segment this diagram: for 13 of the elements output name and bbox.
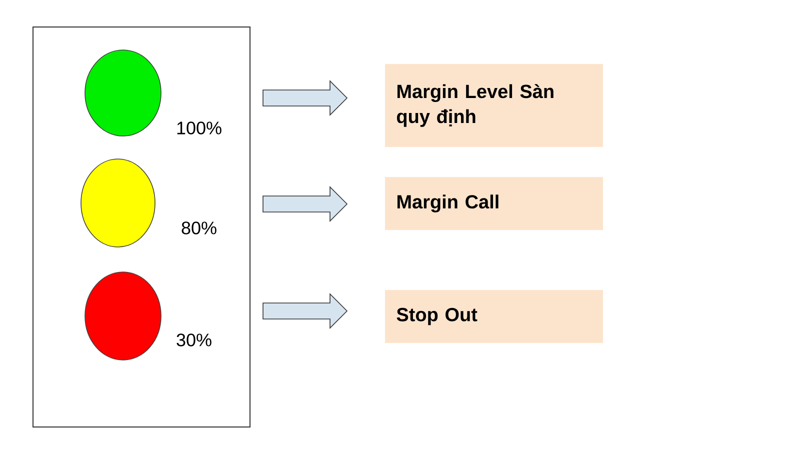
traffic-light-circle [80,158,156,248]
percent-label: 30% [176,334,212,346]
block-arrow [262,80,348,116]
block-arrow [262,186,348,222]
traffic-light-circle [84,272,162,360]
frame-box [32,26,250,428]
label-box: Margin Level Sàn quy định [385,64,603,147]
percent-label: 100% [177,122,222,134]
block-arrow [262,293,348,329]
label-box: Margin Call [385,177,603,230]
percent-label: 80% [182,222,216,234]
traffic-light-circle [84,50,162,136]
label-box: Stop Out [385,290,603,343]
